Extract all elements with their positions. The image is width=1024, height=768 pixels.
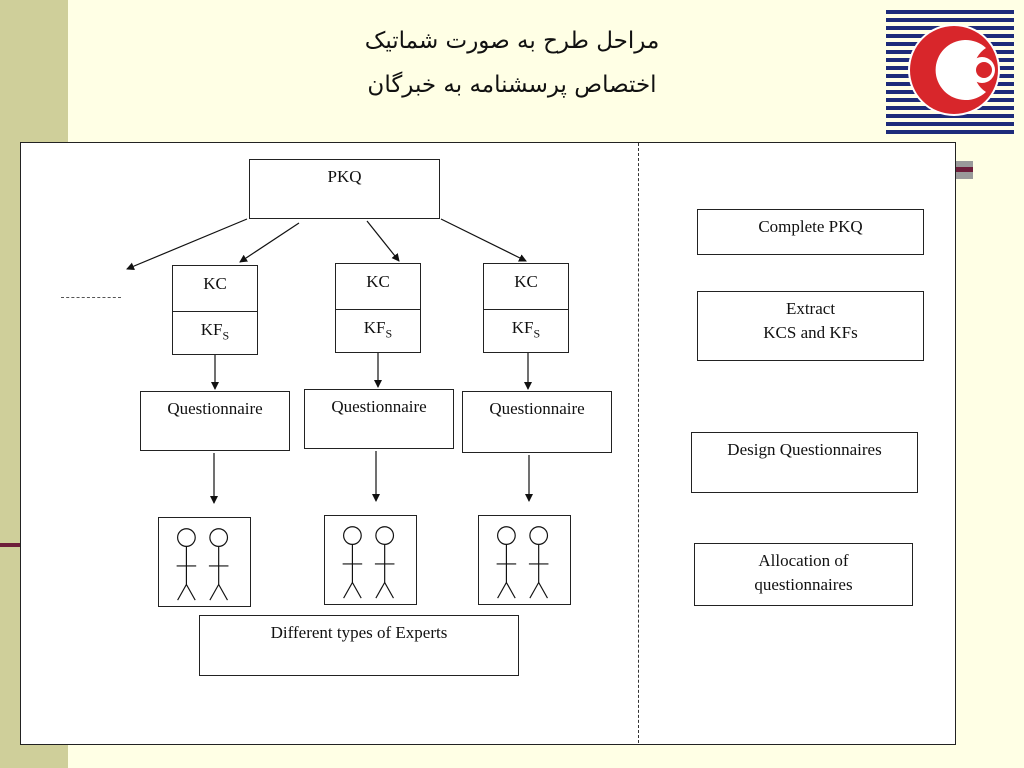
arrow-pkq-kc1 bbox=[239, 222, 300, 263]
step-complete-box: Complete PKQ bbox=[697, 209, 924, 255]
section-divider bbox=[638, 143, 639, 743]
step-alloc-line1: Allocation of bbox=[758, 551, 849, 570]
questionnaire-box-3: Questionnaire bbox=[462, 391, 612, 453]
step-extract-line2: KCS and KFs bbox=[763, 323, 858, 342]
kf-label: KFS bbox=[200, 320, 230, 343]
experts-box-3 bbox=[478, 515, 571, 605]
logo-icon bbox=[886, 10, 1014, 134]
slide-title-line-2: اختصاص پرسشنامه به خبرگان bbox=[367, 72, 657, 98]
experts-caption: Different types of Experts bbox=[270, 623, 448, 642]
arrow-pkq-kc3 bbox=[440, 218, 527, 262]
arrow-pkq-kc2 bbox=[366, 220, 400, 262]
slide-title-line-1: مراحل طرح به صورت شماتیک bbox=[364, 28, 660, 54]
questionnaire-label: Questionnaire bbox=[167, 399, 263, 418]
experts-box-1 bbox=[158, 517, 251, 607]
step-alloc-box: Allocation of questionnaires bbox=[694, 543, 913, 606]
questionnaire-box-1: Questionnaire bbox=[140, 391, 290, 451]
dash-mark bbox=[61, 297, 121, 298]
step-alloc-line2: questionnaires bbox=[754, 575, 853, 594]
pkq-box: PKQ bbox=[249, 159, 440, 219]
step-extract-line1: Extract bbox=[785, 299, 836, 318]
kf-label: KFS bbox=[363, 318, 393, 341]
experts-box-2 bbox=[324, 515, 417, 605]
diagram-panel: PKQ KC KFS KC KFS KC KFS Questionnaire Q… bbox=[20, 142, 956, 745]
kc-box-1: KC KFS bbox=[172, 265, 258, 355]
step-complete-label: Complete PKQ bbox=[758, 217, 863, 236]
questionnaire-label: Questionnaire bbox=[489, 399, 585, 418]
kf-label: KFS bbox=[511, 318, 541, 341]
kc-label: KC bbox=[173, 266, 257, 312]
step-design-box: Design Questionnaires bbox=[691, 432, 918, 493]
questionnaire-label: Questionnaire bbox=[331, 397, 427, 416]
left-decor-rule bbox=[0, 543, 22, 547]
questionnaire-box-2: Questionnaire bbox=[304, 389, 454, 449]
pkq-label: PKQ bbox=[327, 167, 362, 186]
kc-label: KC bbox=[336, 264, 420, 310]
experts-caption-box: Different types of Experts bbox=[199, 615, 519, 676]
kc-box-2: KC KFS bbox=[335, 263, 421, 353]
step-design-label: Design Questionnaires bbox=[727, 440, 882, 459]
kc-box-3: KC KFS bbox=[483, 263, 569, 353]
right-decor-rule bbox=[955, 161, 973, 179]
kc-label: KC bbox=[484, 264, 568, 310]
arrow-pkq-left bbox=[126, 218, 248, 270]
step-extract-box: Extract KCS and KFs bbox=[697, 291, 924, 361]
